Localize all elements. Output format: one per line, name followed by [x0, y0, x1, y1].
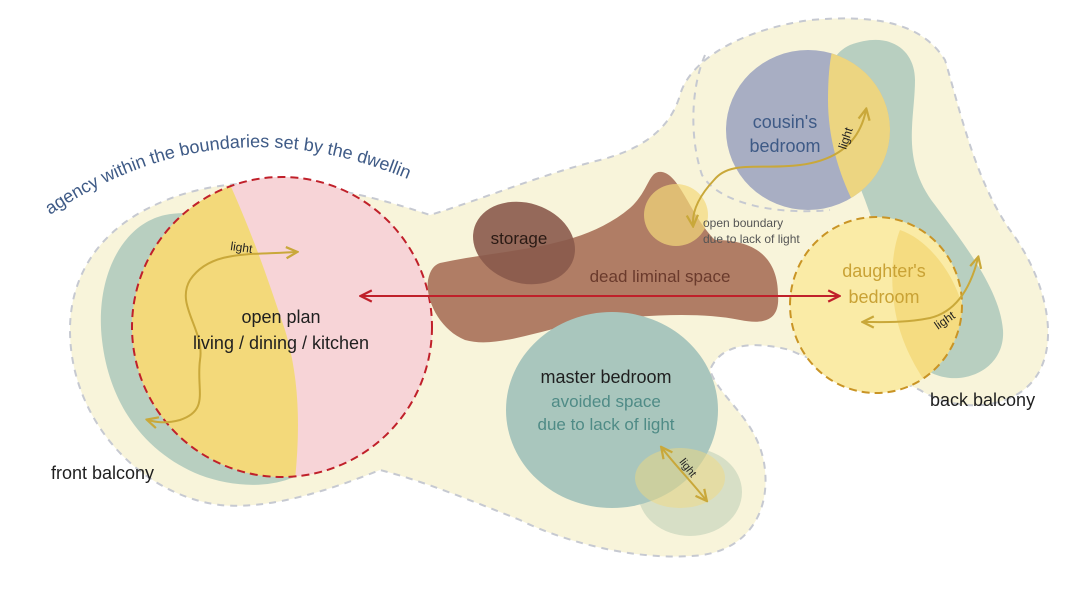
diagram-title: agency within the boundaries set by the … [0, 0, 414, 218]
open-boundary-label-2: due to lack of light [703, 232, 800, 246]
front-balcony-label: front balcony [51, 463, 154, 483]
master-label-3: due to lack of light [537, 415, 674, 434]
cousin-light-label: light [836, 125, 856, 151]
master-light-arrow [662, 448, 706, 500]
open-plan-label-2: living / dining / kitchen [193, 333, 369, 353]
master-light-zone [635, 448, 725, 508]
storage-room [473, 201, 575, 285]
master-label-1: master bedroom [540, 367, 671, 387]
daughter-light-arrow [864, 258, 978, 322]
open-plan-boundary [131, 176, 433, 478]
open-boundary-label-1: open boundary [703, 216, 783, 230]
cousin-label-2: bedroom [749, 136, 820, 156]
dead-space-label: dead liminal space [590, 267, 731, 286]
open-plan-light-label: light [230, 239, 254, 256]
cousin-label-1: cousin's [753, 112, 817, 132]
daughter-label-1: daughter's [842, 261, 926, 281]
daughter-label-2: bedroom [848, 287, 919, 307]
master-label-2: avoided space [551, 392, 661, 411]
open-boundary-zone [644, 184, 708, 246]
cousin-light-arrow [693, 110, 866, 225]
open-plan-label-1: open plan [241, 307, 320, 327]
storage-label: storage [491, 229, 548, 248]
open-plan-light-arrow [148, 252, 296, 422]
back-balcony-label: back balcony [930, 390, 1035, 410]
